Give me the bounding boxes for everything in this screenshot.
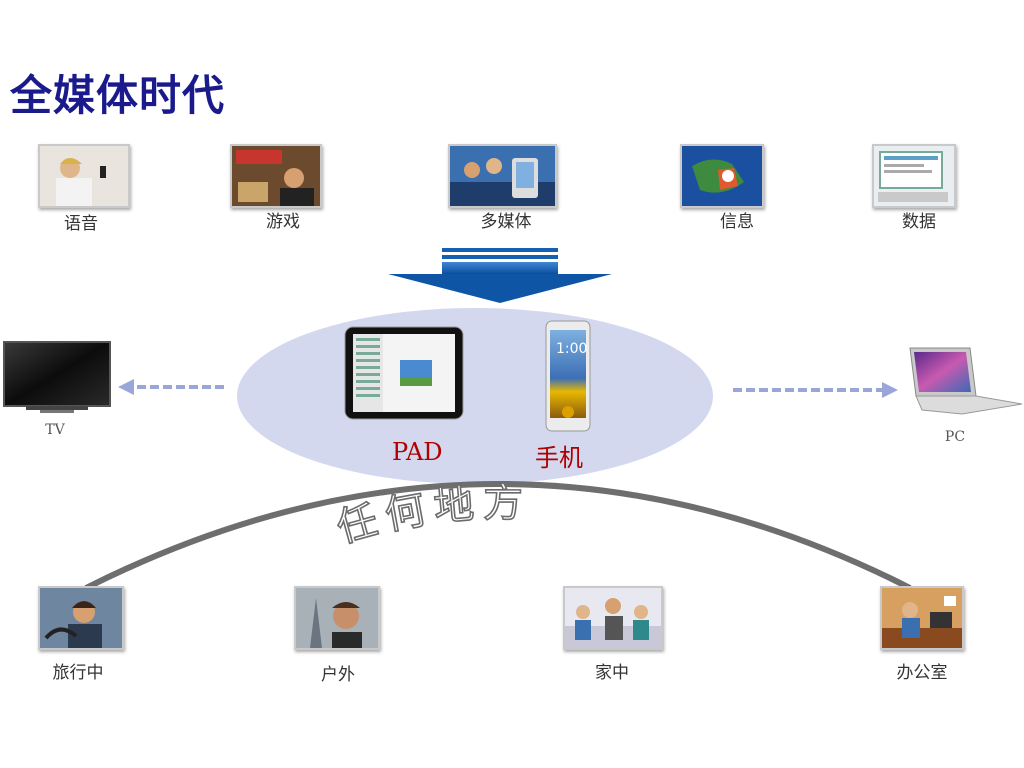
pad-device-icon [344,326,464,420]
bottom-item-label: 户外 [321,665,355,685]
outdoor-photo [294,586,380,650]
multimedia-photo [448,144,557,208]
phone-time: 1:00 [556,341,588,357]
bottom-item-label: 办公室 [896,663,948,683]
page-title: 全媒体时代 [10,71,226,120]
pad-label: PAD [392,438,443,466]
phone-label: 手机 [535,444,583,472]
bottom-item-label: 旅行中 [52,663,104,683]
right-dashed-arrow [733,382,898,398]
travel-photo [38,586,124,650]
tv-label: TV [45,422,65,438]
data-photo [872,144,956,208]
top-item-label: 游戏 [266,212,300,232]
top-item-label: 信息 [720,212,754,232]
bottom-item-label: 家中 [595,663,629,683]
left-dashed-arrow [118,379,224,395]
top-item-label: 数据 [902,212,936,232]
info-photo [680,144,764,208]
phone-device-icon [545,320,591,432]
office-photo [880,586,964,650]
top-item-label: 多媒体 [480,212,532,232]
pc-label: PC [944,429,966,445]
anywhere-arc [84,481,912,591]
top-item-label: 语音 [64,214,98,234]
tv-icon [3,341,111,413]
voice-photo [38,144,130,208]
game-photo [230,144,322,208]
laptop-icon [909,347,1023,415]
arc-text: 任何地方 [332,480,531,551]
home-photo [563,586,663,650]
down-arrow-icon [388,248,612,303]
